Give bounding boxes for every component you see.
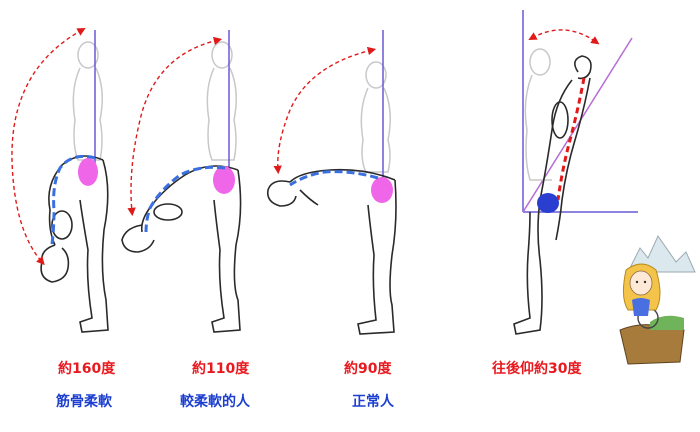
ghost-standing-figure xyxy=(360,61,391,173)
desc-label-90: 正常人 xyxy=(352,394,394,410)
figure-backbend-30 xyxy=(513,10,638,335)
ghost-standing-figure xyxy=(524,48,552,181)
ghost-standing-figure xyxy=(206,41,237,161)
hip-highlight xyxy=(213,166,235,194)
bend-arc xyxy=(273,46,377,175)
spine-line xyxy=(556,77,586,201)
diagonal-reference-line xyxy=(522,37,633,213)
bend-arc xyxy=(528,29,600,45)
desc-label-110: 較柔軟的人 xyxy=(180,394,250,410)
mountain-icon xyxy=(627,234,696,273)
bend-arc xyxy=(11,27,86,266)
backbend-figure xyxy=(513,55,592,335)
bent-figure xyxy=(40,155,109,333)
hip-highlight xyxy=(371,177,393,203)
figure-normal-90 xyxy=(266,30,397,335)
angle-label-90: 約90度 xyxy=(344,361,392,377)
desc-label-160: 筋骨柔軟 xyxy=(56,394,112,410)
wheelchair-character-icon xyxy=(619,234,696,365)
angle-label-110: 約110度 xyxy=(192,361,250,377)
hip-highlight xyxy=(537,193,559,213)
ghost-standing-figure xyxy=(72,41,103,161)
angle-label-160: 約160度 xyxy=(58,361,116,377)
spine-line xyxy=(289,170,379,187)
figure-flexible-110 xyxy=(121,30,242,333)
figure-flexible-160 xyxy=(11,27,109,333)
bend-arc xyxy=(127,36,223,217)
angle-label-backbend: 往後仰約30度 xyxy=(492,361,582,377)
spine-line xyxy=(144,165,226,233)
hip-highlight xyxy=(78,158,98,186)
